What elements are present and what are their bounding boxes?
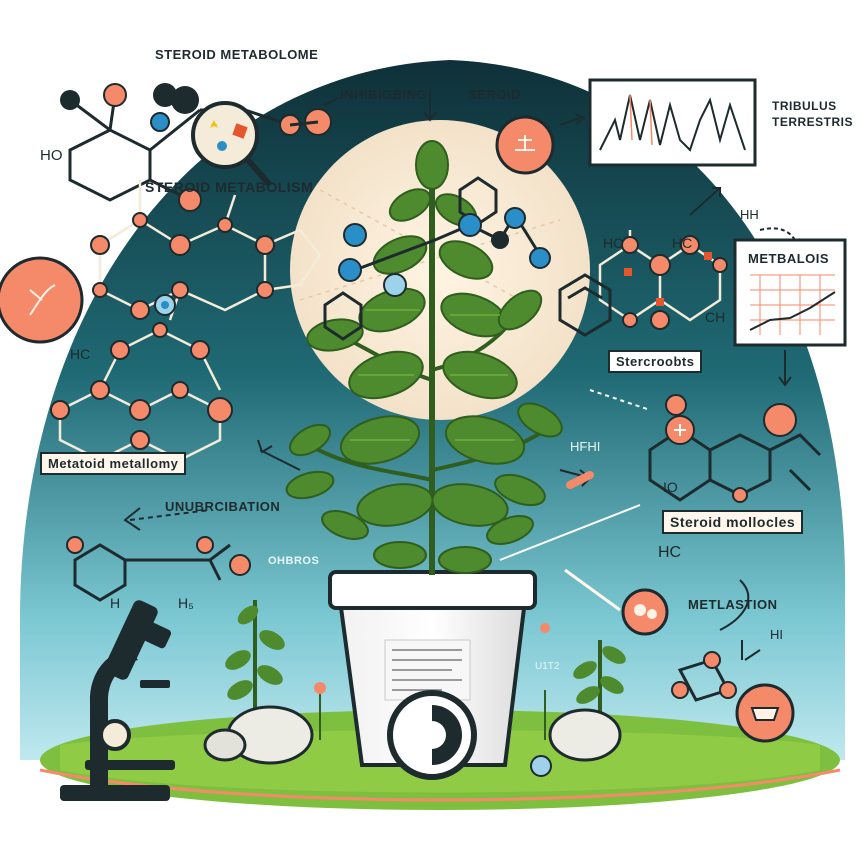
label-tribulus: TRIBULUS <box>772 99 837 113</box>
atoms-right <box>621 235 728 330</box>
chem-hs: H₅ <box>178 595 194 611</box>
molecule-bottom-left <box>73 543 231 602</box>
plant-icon <box>285 140 563 575</box>
metabolism-chart-icon <box>733 238 847 347</box>
atom <box>153 83 177 107</box>
microscope-icon <box>60 600 175 801</box>
atom <box>60 90 80 110</box>
label-terrestris: TERRESTRIS <box>772 115 854 129</box>
chem-hc-right1: HC <box>603 235 624 251</box>
chem-hc-left: HC <box>70 346 91 362</box>
atom <box>171 86 199 114</box>
label-ohbros: OHBROS <box>268 555 320 567</box>
atom <box>150 112 170 132</box>
label-unubreciation: UNUBRCIBATION <box>165 499 281 514</box>
spectrum-chart-icon <box>588 78 757 167</box>
chem-hc-right2: HC <box>672 235 693 251</box>
label-metatoid-box: Metatoid metallomy <box>40 452 187 475</box>
chem-hfhi: HFHI <box>570 439 601 454</box>
chem-small: U1T2 <box>535 661 560 672</box>
chem-h: H <box>110 595 121 611</box>
magnifier-icon <box>191 101 273 187</box>
methylation-diagram <box>621 579 761 702</box>
label-inhibiting: INHIBIGBING <box>340 87 428 102</box>
label-steroid-metabolome: STEROID METABOLOME <box>155 47 319 62</box>
atom <box>103 83 127 107</box>
label-methylation: METLASTION <box>688 597 778 612</box>
chem-io: IO <box>663 479 678 495</box>
label-stereoadopts: Stercroobts <box>608 350 703 373</box>
molecule-over-plant <box>323 176 551 341</box>
chem-ch: CH <box>705 309 726 325</box>
stones <box>203 705 622 777</box>
flask-badge <box>495 115 555 175</box>
label-steroid: SEROID <box>468 87 521 102</box>
chem-hc-bottom: HC <box>658 544 682 561</box>
sun-disc <box>290 120 590 420</box>
seedling-icon <box>225 600 626 740</box>
atom <box>178 188 202 212</box>
chem-hh: HH <box>740 207 759 222</box>
pot-icon <box>328 570 537 780</box>
label-steroid-metabolism: STEROID METABOLISM <box>145 179 314 195</box>
chem-hi: HI <box>770 627 783 642</box>
label-metabolism-panel: METBALOIS <box>748 251 830 266</box>
label-steroid-molecules: Steroid mollocles <box>662 510 804 534</box>
flask-badge-bottom <box>735 683 795 743</box>
seedling-badge-left <box>0 256 84 344</box>
ring-right <box>558 273 612 337</box>
chem-ho: HO <box>40 147 63 164</box>
